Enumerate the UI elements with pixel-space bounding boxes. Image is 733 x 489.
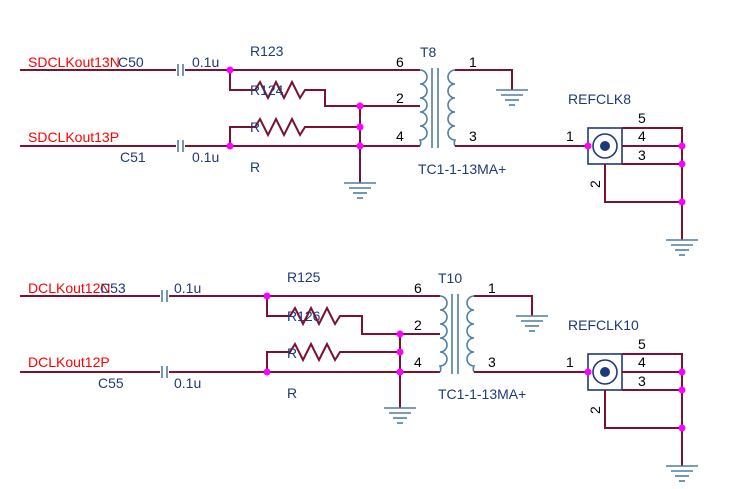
- bottom-junction-dots: [263, 292, 686, 432]
- top-cap-p-val: 0.1u: [192, 149, 219, 165]
- bottom-res-lower: [266, 341, 400, 372]
- bottom-cap-p-ref: C55: [98, 375, 124, 391]
- top-cap-n-val: 0.1u: [192, 54, 219, 70]
- bottom-pin6: 6: [414, 280, 422, 296]
- top-connector: [587, 127, 623, 165]
- top-ground-sec: [496, 89, 528, 106]
- bottom-pin2: 2: [414, 317, 422, 333]
- top-pin3: 3: [469, 128, 477, 144]
- bottom-pin4: 4: [414, 354, 422, 370]
- bottom-ground-left: [384, 407, 416, 424]
- bottom-cap-n: [161, 290, 168, 302]
- top-transformer: [418, 68, 457, 148]
- top-xfmr-part: TC1-1-13MA+: [418, 161, 506, 177]
- bottom-net-n-label: DCLKout12N: [28, 280, 111, 296]
- bottom-res1-ref: R125: [287, 269, 321, 285]
- top-cpin1: 1: [566, 128, 574, 144]
- top-xfmr-ref: T8: [420, 44, 437, 60]
- top-sec-pin1-wire: [455, 69, 513, 90]
- bottom-conn-ref: REFCLK10: [568, 317, 639, 333]
- bottom-cap-p-val: 0.1u: [174, 375, 201, 391]
- top-junction-dots: [226, 66, 686, 206]
- bottom-cpin2: 2: [587, 406, 603, 414]
- bottom-cpin5: 5: [638, 336, 646, 352]
- top-cpin5: 5: [638, 110, 646, 126]
- top-res2-val: R: [250, 119, 260, 135]
- bottom-transformer: [438, 294, 476, 374]
- top-cpin3: 3: [638, 147, 646, 163]
- top-conn-pin5-wire: [622, 127, 683, 202]
- top-res1-ref: R123: [250, 43, 284, 59]
- bottom-connector: [587, 353, 623, 391]
- bottom-res2-val: R: [287, 345, 297, 361]
- top-cap-p-ref: C51: [120, 149, 146, 165]
- top-pin2: 2: [396, 90, 404, 106]
- top-cap-p: [177, 140, 184, 152]
- top-ground-right: [666, 239, 698, 256]
- top-conn-pin2-wire: [604, 164, 683, 240]
- bottom-res2-ref: R126: [287, 308, 321, 324]
- bottom-circuit: DCLKout12N C53 0.1u R125 R126 R DCLKout1…: [20, 269, 698, 482]
- top-res-upper: [229, 70, 360, 107]
- top-pin6: 6: [396, 54, 404, 70]
- top-net-p-label: SDCLKout13P: [28, 129, 119, 145]
- bottom-cap-p: [161, 366, 168, 378]
- bottom-ground-right: [666, 465, 698, 482]
- bottom-cpin4: 4: [638, 354, 646, 370]
- bottom-pin3: 3: [488, 354, 496, 370]
- bottom-cpin3: 3: [638, 373, 646, 389]
- top-pin4: 4: [396, 128, 404, 144]
- top-pin1: 1: [469, 54, 477, 70]
- top-conn-ref: REFCLK8: [568, 91, 631, 107]
- bottom-cpin1: 1: [566, 354, 574, 370]
- bottom-conn-pin2-wire: [604, 390, 683, 466]
- top-ground-left: [344, 182, 376, 199]
- bottom-net-p-label: DCLKout12P: [28, 354, 110, 370]
- top-cpin2: 2: [587, 180, 603, 188]
- bottom-res-upper: [266, 296, 400, 335]
- bottom-xfmr-part: TC1-1-13MA+: [438, 386, 526, 402]
- bottom-pin1: 1: [488, 280, 496, 296]
- bottom-conn-pin5-wire: [622, 353, 683, 428]
- top-res1-val: R: [250, 159, 260, 175]
- bottom-xfmr-ref: T10: [438, 270, 462, 286]
- bottom-ground-sec: [516, 315, 548, 332]
- top-res-lower: [229, 116, 360, 146]
- top-cap-n: [177, 64, 184, 76]
- bottom-cap-n-val: 0.1u: [174, 280, 201, 296]
- top-cpin4: 4: [638, 128, 646, 144]
- bottom-sec-pin1-wire: [474, 295, 533, 316]
- top-res2-ref: R124: [250, 82, 284, 98]
- top-net-n-label: SDCLKout13N: [28, 54, 120, 70]
- top-circuit: SDCLKout13N C50 0.1u R123 R124 R SDCLKou…: [20, 43, 698, 256]
- bottom-cap-n-ref: C53: [100, 280, 126, 296]
- top-cap-n-ref: C50: [118, 54, 144, 70]
- bottom-res1-val: R: [287, 385, 297, 401]
